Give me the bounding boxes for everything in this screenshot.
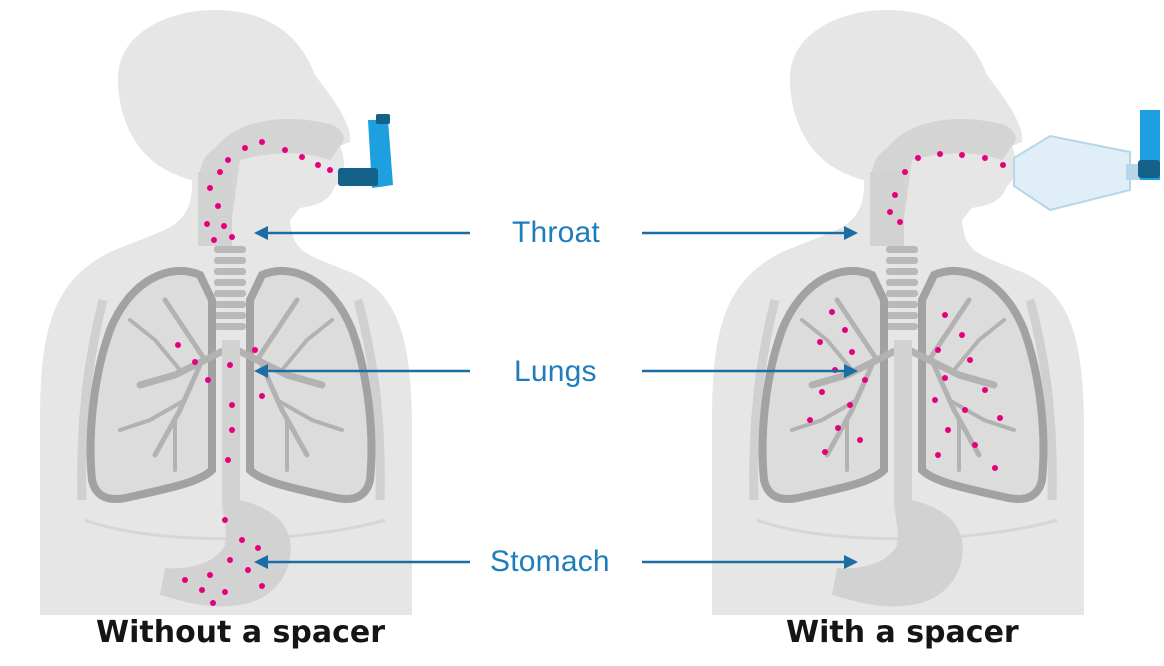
caption-without-spacer: Without a spacer [96,615,385,650]
right-inhaler-icon [1138,110,1160,180]
stomach-label: Stomach [490,545,610,579]
caption-with-spacer: With a spacer [786,615,1019,650]
throat-label: Throat [512,216,600,250]
left-figure [40,10,412,615]
spacer-icon [1014,136,1140,210]
right-figure [712,10,1084,615]
lungs-label: Lungs [514,355,597,389]
